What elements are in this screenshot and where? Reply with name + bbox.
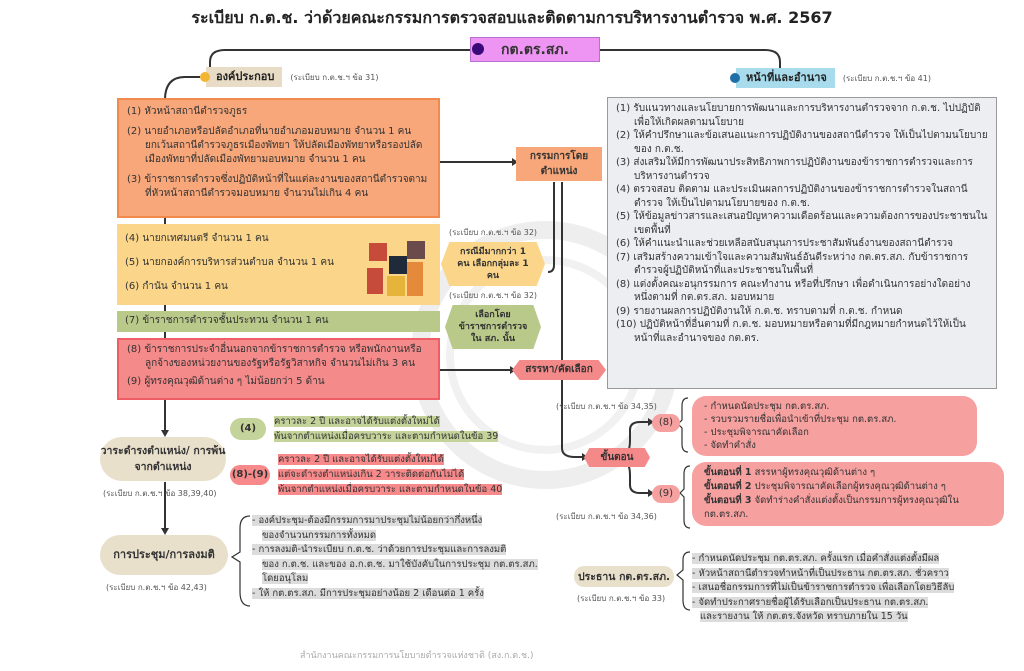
recruit-hex: สรรหา/คัดเลือก <box>512 360 606 380</box>
composition-group-2: (4) นายกเทศมนตรี จำนวน 1 คน (5) นายกองค์… <box>117 224 440 305</box>
center-node: กต.ตร.สภ. <box>470 37 600 62</box>
chair-item: - จัดทำประกาศรายชื่อผู้ได้รับเลือกเป็นปร… <box>692 596 929 608</box>
member-2: (2) นายอำเภอหรือปลัดอำเภอที่นายอำเภอมอบห… <box>127 126 423 165</box>
meeting-item: ของ ก.ต.ช. และของ อ.ก.ต.ช. มาใช้บังคับใน… <box>262 558 538 570</box>
chair-item: - เสนอชื่อกรรมการที่ไม่เป็นข้าราชการตำรว… <box>692 582 955 593</box>
step-text: จัดทำร่างคำสั่งแต่งตั้งเป็นกรรมการผู้ทรง… <box>704 495 959 520</box>
steps-9-list: ขั้นตอนที่ 1 สรรหาผู้ทรงคุณวุฒิด้านต่าง … <box>692 462 1004 526</box>
puzzle-illustration <box>367 241 425 296</box>
duty-item: (8) แต่งตั้งคณะอนุกรรมการ คณะทำงาน หรือท… <box>616 278 971 304</box>
step-9-item: ขั้นตอนที่ 3 จัดทำร่างคำสั่งแต่งตั้งเป็น… <box>704 494 992 522</box>
step-8-item: - กำหนดนัดประชุม กต.ตร.สภ. <box>704 401 830 412</box>
middle-column: (ระเบียบ ก.ต.ช.ฯ ข้อ 32) กรณีมีมากกว่า 1… <box>441 226 545 349</box>
member-7: (7) ข้าราชการตำรวจชั้นประทวน จำนวน 1 คน <box>125 315 329 326</box>
duty-item: (7) เสริมสร้างความเข้าใจและความสัมพันธ์อ… <box>616 251 969 277</box>
ex-officio-box: กรรมการโดยตำแหน่ง <box>516 147 602 181</box>
term-89-item: แต่จะดำรงตำแหน่งเกิน 2 วาระติดต่อกันไม่ไ… <box>278 469 465 480</box>
duty-item: (5) ให้ข้อมูลข่าวสารและเสนอปัญหาความเดือ… <box>616 211 988 236</box>
composition-group-3: (7) ข้าราชการตำรวจชั้นประทวน จำนวน 1 คน <box>117 311 440 332</box>
meeting-item: โดยอนุโลม <box>262 573 309 584</box>
composition-ref: (ระเบียบ ก.ต.ช.ฯ ข้อ 31) <box>290 72 379 82</box>
steps-ref-9: (ระเบียบ ก.ต.ช.ฯ ข้อ 34,36) <box>556 512 657 521</box>
member-8: (8) ข้าราชการประจำอื่นนอกจากข้าราชการตำร… <box>127 344 422 369</box>
term-4-badge: (4) <box>230 418 266 440</box>
steps-hex: ขั้นตอน <box>584 448 650 467</box>
chair-pill: ประธาน กต.ตร.สภ. <box>574 566 674 587</box>
duty-item: (1) รับแนวทางและนโยบายการพัฒนาและการบริห… <box>616 103 981 128</box>
purple-dot-icon <box>472 43 484 55</box>
page-title: ระเบียบ ก.ต.ช. ว่าด้วยคณะกรรมการตรวจสอบแ… <box>191 8 833 27</box>
member-9: (9) ผู้ทรงคุณวุฒิด้านต่าง ๆ ไม่น้อยกว่า … <box>127 376 325 387</box>
steps-8-list: - กำหนดนัดประชุม กต.ตร.สภ. - รวบรวมรายชื… <box>692 396 977 456</box>
duty-item: (10) ปฏิบัติหน้าที่อื่นตามที่ ก.ต.ช. มอบ… <box>616 319 966 344</box>
more-than-one-hex: กรณีมีมากกว่า 1 คน เลือกกลุ่มละ 1 คน <box>441 242 545 286</box>
member-1: (1) หัวหน้าสถานีตำรวจภูธร <box>127 106 248 117</box>
ref-32b: (ระเบียบ ก.ต.ช.ฯ ข้อ 32) <box>448 291 538 300</box>
chair-item: - หัวหน้าสถานีตำรวจทำหน้าที่เป็นประธาน ก… <box>692 567 949 579</box>
chair-item: - กำหนดนัดประชุม กต.ตร.สภ. ครั้งแรก เมื่… <box>692 553 940 564</box>
composition-group-1: (1) หัวหน้าสถานีตำรวจภูธร (2) นายอำเภอหร… <box>117 98 440 218</box>
step-8-item: - ประชุมพิจารณาคัดเลือก <box>704 427 809 438</box>
term-4-item: คราวละ 2 ปี และอาจได้รับแต่งตั้งใหม่ได้ <box>274 416 440 427</box>
steps-ref-8: (ระเบียบ ก.ต.ช.ฯ ข้อ 34,35) <box>556 402 657 411</box>
chair-ref: (ระเบียบ ก.ต.ช.ฯ ข้อ 33) <box>577 594 666 603</box>
step-label: ขั้นตอนที่ 3 <box>704 495 752 506</box>
duty-item: (9) รายงานผลการปฏิบัติงานให้ ก.ต.ช. ทราบ… <box>616 305 903 317</box>
yellow-dot-icon <box>200 72 210 82</box>
term-ref: (ระเบียบ ก.ต.ช.ฯ ข้อ 38,39,40) <box>103 489 217 498</box>
step-text: สรรหาผู้ทรงคุณวุฒิด้านต่าง ๆ <box>751 467 876 478</box>
meeting-item: ของจำนวนกรรมการทั้งหมด <box>262 529 377 541</box>
duty-item: (6) ให้คำแนะนำและช่วยเหลือสนับสนุนการประ… <box>616 238 954 249</box>
term-pill: วาระดำรงตำแหน่ง/ การพ้นจากตำแหน่ง <box>100 437 226 481</box>
term-4-row: (4) คราวละ 2 ปี และอาจได้รับแต่งตั้งใหม่… <box>230 414 550 444</box>
step-label: ขั้นตอนที่ 2 <box>704 481 752 492</box>
duties-list: (1) รับแนวทางและนโยบายการพัฒนาและการบริห… <box>607 97 997 389</box>
step-9-item: ขั้นตอนที่ 2 ประชุมพิจารณาคัดเลือกผู้ทรง… <box>704 480 992 494</box>
blue-dot-icon <box>730 73 740 83</box>
member-4: (4) นายกเทศมนตรี จำนวน 1 คน <box>125 233 269 244</box>
term-rules: (4) คราวละ 2 ปี และอาจได้รับแต่งตั้งใหม่… <box>230 414 550 497</box>
term-4-item: พ้นจากตำแหน่งเมื่อครบวาระ และตามกำหนดในข… <box>274 431 499 442</box>
term-4-list: คราวละ 2 ปี และอาจได้รับแต่งตั้งใหม่ได้ … <box>274 414 550 444</box>
composition-group-4: (8) ข้าราชการประจำอื่นนอกจากข้าราชการตำร… <box>117 338 440 400</box>
member-5: (5) นายกองค์การบริหารส่วนตำบล จำนวน 1 คน <box>125 257 334 268</box>
ref-32a: (ระเบียบ ก.ต.ช.ฯ ข้อ 32) <box>448 228 538 237</box>
meeting-item: - ให้ กต.ตร.สภ. มีการประชุมอย่างน้อย 2 เ… <box>252 587 484 599</box>
chair-item: และรายงาน ให้ กต.ตร.จังหวัด ทราบภายใน 15… <box>700 611 908 622</box>
term-89-list: คราวละ 2 ปี และอาจได้รับแต่งตั้งใหม่ได้ … <box>278 452 550 497</box>
composition-tag: องค์ประกอบ <box>206 67 283 87</box>
step-9-badge: (9) <box>652 485 680 503</box>
meeting-pill: การประชุม/การลงมติ <box>100 535 228 575</box>
duties-tag: หน้าที่และอำนาจ <box>736 68 835 88</box>
meeting-list: - องค์ประชุม-ต้องมีกรรมการมาประชุมไม่น้อ… <box>252 514 552 601</box>
step-8-badge: (8) <box>652 414 680 432</box>
term-89-item: คราวละ 2 ปี และอาจได้รับแต่งตั้งใหม่ได้ <box>278 454 444 465</box>
meeting-item: - การลงมติ-นำระเบียบ ก.ต.ช. ว่าด้วยการปร… <box>252 544 507 555</box>
step-8-item: - รวบรวมรายชื่อเพื่อนำเข้าที่ประชุม กต.ต… <box>704 414 897 425</box>
term-89-badge: (8)-(9) <box>230 464 270 485</box>
duty-item: (4) ตรวจสอบ ติดตาม และประเมินผลการปฏิบัต… <box>616 184 968 209</box>
step-9-item: ขั้นตอนที่ 1 สรรหาผู้ทรงคุณวุฒิด้านต่าง … <box>704 466 992 480</box>
composition-column: (1) หัวหน้าสถานีตำรวจภูธร (2) นายอำเภอหร… <box>117 98 440 400</box>
meeting-ref: (ระเบียบ ก.ต.ช.ฯ ข้อ 42,43) <box>106 583 207 592</box>
composition-header: องค์ประกอบ (ระเบียบ ก.ต.ช.ฯ ข้อ 31) <box>200 67 378 87</box>
term-89-row: (8)-(9) คราวละ 2 ปี และอาจได้รับแต่งตั้ง… <box>230 452 550 497</box>
step-text: ประชุมพิจารณาคัดเลือกผู้ทรงคุณวุฒิด้านต่… <box>751 481 946 492</box>
duties-ref: (ระเบียบ ก.ต.ช.ฯ ข้อ 41) <box>842 73 931 83</box>
duties-header: หน้าที่และอำนาจ (ระเบียบ ก.ต.ช.ฯ ข้อ 41) <box>730 68 931 88</box>
duty-item: (2) ให้คำปรึกษาและข้อเสนอแนะการปฏิบัติงา… <box>616 130 988 155</box>
chair-list: - กำหนดนัดประชุม กต.ตร.สภ. ครั้งแรก เมื่… <box>692 552 1012 625</box>
member-6: (6) กำนัน จำนวน 1 คน <box>125 281 228 292</box>
step-label: ขั้นตอนที่ 1 <box>704 467 752 478</box>
duty-item: (3) ส่งเสริมให้มีการพัฒนาประสิทธิภาพการป… <box>616 157 973 182</box>
step-8-item: - จัดทำคำสั่ง <box>704 440 756 451</box>
meeting-item: - องค์ประชุม-ต้องมีกรรมการมาประชุมไม่น้อ… <box>252 515 483 526</box>
member-3: (3) ข้าราชการตำรวจซึ่งปฏิบัติหน้าที่ในแต… <box>127 174 428 199</box>
footer-credit: สำนักงานคณะกรรมการนโยบายตำรวจแห่งชาติ (ส… <box>300 651 534 661</box>
elected-by-hex: เลือกโดย ข้าราชการตำรวจ ใน สภ. นั้น <box>445 305 541 349</box>
term-89-item: พ้นจากตำแหน่งเมื่อครบวาระ และตามกำหนดในข… <box>278 484 503 495</box>
